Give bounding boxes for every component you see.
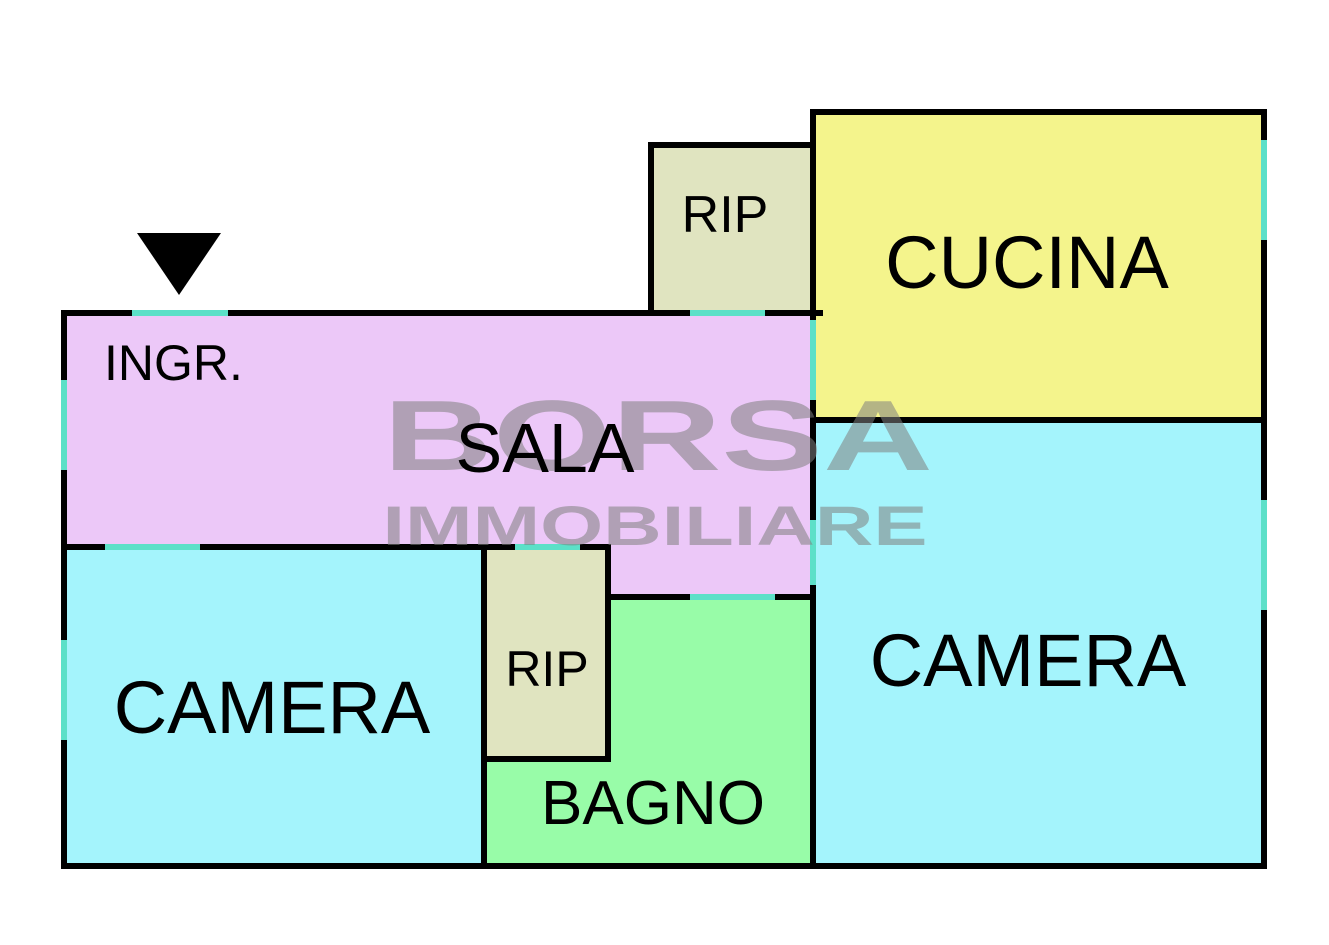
label-camera-right: CAMERA (870, 619, 1187, 702)
room-fill-ingresso-sala (64, 313, 813, 595)
room-fill-camera-right (813, 420, 1264, 866)
room-fill-rip-top (651, 145, 813, 313)
room-fill-camera-left (64, 547, 484, 866)
entrance-arrow-icon (137, 233, 221, 295)
label-sala: SALA (456, 409, 635, 487)
label-ingresso: INGR. (104, 335, 243, 391)
watermark: BORSA IMMOBILIARE (383, 380, 934, 557)
label-bagno: BAGNO (541, 769, 765, 838)
label-cucina: CUCINA (885, 221, 1169, 304)
watermark-line2: IMMOBILIARE (383, 494, 928, 557)
room-fill-bagno (484, 595, 813, 866)
openings (61, 140, 1267, 740)
label-camera-left: CAMERA (114, 666, 431, 749)
room-fill-cucina (813, 112, 1264, 420)
label-rip-mid: RIP (505, 641, 588, 697)
label-rip-top: RIP (682, 186, 769, 244)
watermark-line1: BORSA (383, 380, 933, 492)
room-fill-rip-mid (484, 547, 608, 759)
